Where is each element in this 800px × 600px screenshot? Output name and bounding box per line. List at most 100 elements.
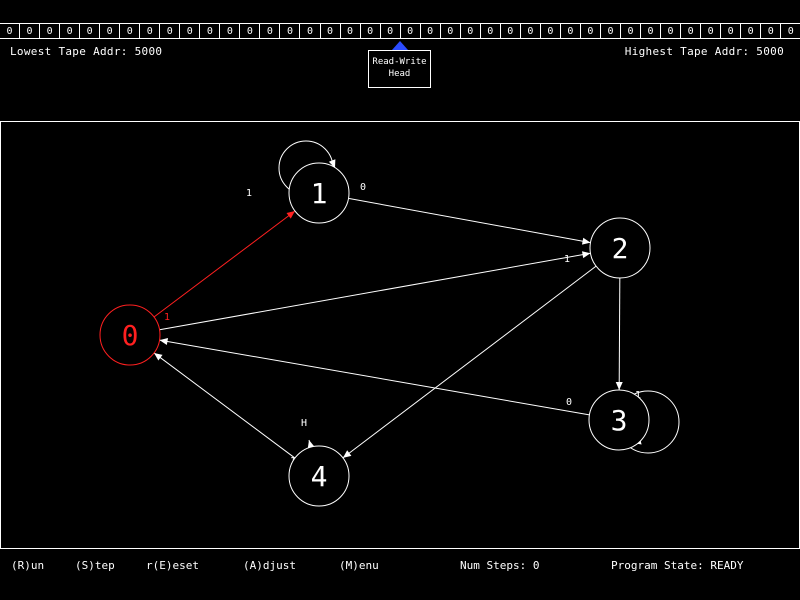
lowest-tape-addr: Lowest Tape Addr: 5000 [10, 45, 163, 58]
transition-symbol: 0 [360, 182, 366, 193]
state-node-0[interactable]: 0 [99, 304, 161, 366]
reset-command[interactable]: r(E)eset [146, 559, 199, 572]
state-node-1[interactable]: 1 [288, 162, 350, 224]
tape-cell: 0 [19, 24, 39, 38]
tape-cell: 0 [259, 24, 279, 38]
arrowhead [342, 450, 352, 458]
state-label: 4 [311, 460, 328, 493]
arrowhead [581, 237, 591, 245]
read-write-head-pointer-icon [392, 41, 408, 50]
tape-cell: 0 [780, 24, 800, 38]
num-steps: Num Steps: 0 [460, 559, 540, 572]
transition-symbol: 0 [566, 397, 572, 408]
transition-symbol: 1 [164, 312, 170, 323]
transition-line [348, 197, 591, 244]
tape-cell: 0 [159, 24, 179, 38]
tape-cell: 0 [99, 24, 119, 38]
tape-cell: 0 [119, 24, 139, 38]
tape-cell: 0 [740, 24, 760, 38]
state-circle [589, 217, 651, 279]
transition-4-halt: H [301, 418, 315, 449]
state-circle [288, 445, 350, 507]
state-circle [588, 389, 650, 451]
tape-cell: 0 [459, 24, 480, 38]
arrowhead [154, 352, 163, 361]
footer-bar: (R)un (S)tep r(E)eset (A)djust (M)enu Nu… [0, 559, 800, 575]
tape-cell: 0 [599, 24, 620, 38]
state-label: 2 [612, 232, 629, 265]
tape-cell: 0 [379, 24, 400, 38]
transition-symbol: 1 [635, 390, 641, 401]
transition-0-1: 1 [153, 210, 296, 323]
arrowhead [286, 211, 296, 219]
head-label-line1: Read-Write [372, 57, 427, 67]
state-node-4[interactable]: 4 [288, 445, 350, 507]
state-circle [288, 162, 350, 224]
tape-cell: 0 [499, 24, 520, 38]
state-node-2[interactable]: 2 [589, 217, 651, 279]
tape-cell: 0 [419, 24, 440, 38]
transition-1-2: 0 [348, 182, 591, 245]
tape-cell: 0 [640, 24, 660, 38]
menu-command[interactable]: (M)enu [339, 559, 379, 572]
step-command[interactable]: (S)tep [75, 559, 115, 572]
tape-cell: 0 [760, 24, 780, 38]
state-label: 1 [311, 177, 328, 210]
tape-cell: 0 [6, 26, 13, 37]
transition-symbol: 1 [564, 254, 570, 265]
tape-cell: 0 [139, 24, 159, 38]
transition-symbol: H [301, 418, 307, 429]
state-diagram: 111010101H01234 [99, 140, 680, 507]
arrowhead [581, 251, 591, 259]
transition-0-2: 1 [159, 251, 591, 331]
tape-cell: 0 [720, 24, 740, 38]
tape-cell: 0 [660, 24, 680, 38]
transition-4-0: 1 [153, 352, 296, 467]
run-command[interactable]: (R)un [11, 559, 45, 572]
transition-3-0: 0 [159, 338, 590, 416]
arrowhead [328, 159, 336, 168]
state-node-3[interactable]: 3 [588, 389, 650, 451]
tape-cell: 0 [399, 24, 420, 38]
tape-cell: 0 [519, 24, 540, 38]
transition-line [618, 277, 621, 391]
tape-cell: 0 [239, 24, 259, 38]
transition-line [159, 339, 590, 416]
state-label: 0 [122, 319, 139, 352]
head-label-line2: Head [388, 69, 411, 79]
state-label: 3 [611, 404, 628, 437]
transition-line [153, 352, 296, 459]
tape-cell: 0 [39, 24, 59, 38]
tape-cell: 0 [439, 24, 460, 38]
transition-2-4: 1 [342, 265, 629, 459]
tape-cell: 0 [700, 24, 720, 38]
tape-cell: 0 [479, 24, 500, 38]
tape-cell: 0 [219, 24, 239, 38]
state-circle [99, 304, 161, 366]
tape-cell: 0 [299, 24, 319, 38]
arrowhead [159, 338, 169, 345]
transition-2-3: 0 [615, 266, 629, 391]
tape-cell: 0 [359, 24, 380, 38]
tape-cell: 0 [339, 24, 360, 38]
arrowhead [615, 381, 623, 391]
state-diagram-panel: 111010101H01234 [0, 121, 800, 549]
transition-line [153, 210, 296, 318]
tape-cell: 0 [279, 24, 299, 38]
tape-cell: 0 [680, 24, 700, 38]
tape-cell: 0 [579, 24, 600, 38]
read-write-head-label: Read-Write Head [368, 50, 431, 88]
tape-cell: 0 [319, 24, 340, 38]
tape-cell: 0 [539, 24, 560, 38]
transition-line [159, 252, 591, 331]
tape-cell: 0 [179, 24, 199, 38]
tape-cell: 0 [619, 24, 640, 38]
tape-cell: 0 [199, 24, 219, 38]
program-state: Program State: READY [611, 559, 744, 572]
adjust-command[interactable]: (A)djust [243, 559, 296, 572]
tape-cell: 0 [79, 24, 99, 38]
transition-line [342, 265, 597, 459]
tape-cell: 0 [59, 24, 79, 38]
transition-symbol: 1 [246, 188, 252, 199]
